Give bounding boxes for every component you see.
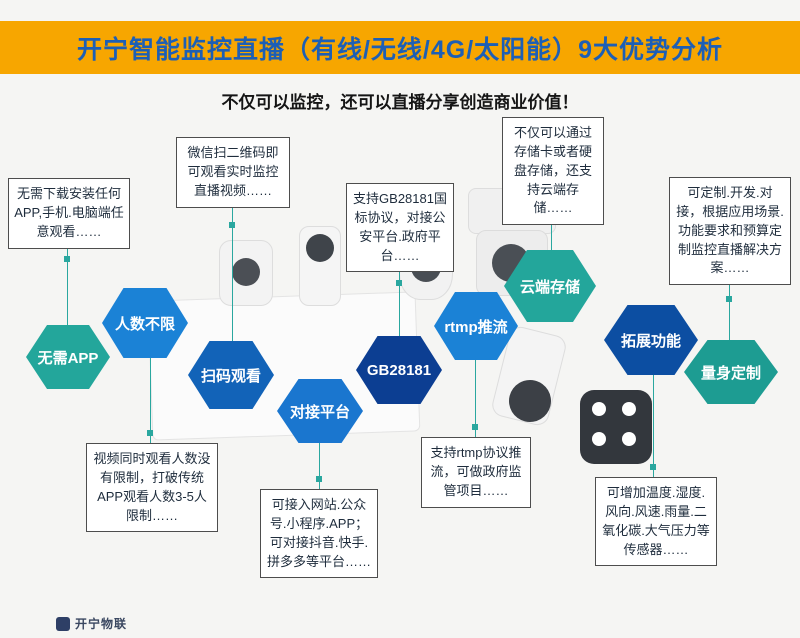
product-image-dual-lens-camera (580, 390, 652, 464)
hexagon-label: 人数不限 (114, 315, 175, 333)
hexagon-extended-functions: 拓展功能 (604, 305, 698, 375)
dual-lens-led-3 (592, 432, 606, 446)
callout-platform-integration: 可接入网站.公众号.小程序.APP；可对接抖音.快手.拼多多等平台…… (260, 489, 378, 579)
hexagon-platform-integration: 对接平台 (277, 379, 363, 443)
connector-dot-9 (650, 464, 656, 470)
brand-logo-icon (56, 616, 70, 631)
dome-camera-lens (232, 258, 260, 286)
callout-sensors: 可增加温度.湿度.风向.风速.雨量.二氧化碳.大气压力等传感器…… (595, 477, 717, 567)
connector-dot-2 (229, 222, 235, 228)
callout-no-app: 无需下载安装任何APP,手机.电脑端任意观看…… (8, 178, 130, 249)
hexagon-label: GB28181 (366, 361, 432, 379)
hexagon-tailor-made: 量身定制 (684, 340, 778, 404)
connector-line-6 (150, 350, 151, 450)
connector-line-7 (319, 430, 320, 495)
callout-rtmp-push: 支持rtmp协议推流，可做政府监管项目…… (421, 437, 531, 508)
dual-lens-led-1 (592, 402, 606, 416)
connector-line-3 (399, 255, 400, 350)
callout-gb28181: 支持GB28181国标协议，对接公安平台.政府平台…… (346, 183, 454, 273)
hexagon-gb28181: GB28181 (356, 336, 442, 404)
bullet-camera-lens (306, 234, 334, 262)
header-bar: 开宁智能监控直播（有线/无线/4G/太阳能）9大优势分析 (0, 21, 800, 74)
brand-logo-text: 开宁物联 (75, 617, 128, 631)
connector-line-4 (551, 195, 552, 265)
callout-tailor-made: 可定制.开发.对接，根据应用场景.功能要求和预算定制监控直播解决方案…… (669, 177, 791, 286)
callout-unlimited-viewers: 视频同时观看人数没有限制，打破传统APP观看人数3-5人限制…… (86, 443, 218, 533)
connector-dot-8 (472, 424, 478, 430)
hexagon-label: 量身定制 (700, 364, 761, 382)
hexagon-rtmp-push: rtmp推流 (434, 292, 518, 360)
connector-line-2 (232, 205, 233, 350)
hexagon-label: 扫码观看 (200, 367, 261, 385)
hexagon-label: 对接平台 (289, 403, 350, 421)
connector-line-8 (475, 350, 476, 445)
connector-line-9 (653, 365, 654, 485)
hexagon-scan-to-watch: 扫码观看 (188, 341, 274, 409)
dual-lens-led-4 (622, 432, 636, 446)
page-subtitle: 不仅可以监控，还可以直播分享创造商业价值！ (221, 93, 579, 112)
hexagon-label: 无需APP (37, 349, 99, 367)
connector-dot-5 (726, 296, 732, 302)
connector-dot-7 (316, 476, 322, 482)
callout-scan-to-watch: 微信扫二维码即可观看实时监控直播视频…… (176, 137, 290, 208)
hexagon-label: rtmp推流 (444, 318, 508, 336)
connector-dot-1 (64, 256, 70, 262)
hexagon-no-app: 无需APP (26, 325, 110, 389)
connector-dot-6 (147, 430, 153, 436)
brand-logo: 开宁物联 (56, 615, 127, 632)
connector-line-1 (67, 240, 68, 340)
page-title: 开宁智能监控直播（有线/无线/4G/太阳能）9大优势分析 (76, 35, 724, 64)
dual-lens-led-2 (622, 402, 636, 416)
callout-cloud-storage: 不仅可以通过存储卡或者硬盘存储，还支持云端存储…… (502, 117, 604, 226)
connector-line-5 (729, 280, 730, 355)
hexagon-label: 拓展功能 (620, 332, 681, 350)
connector-dot-3 (396, 280, 402, 286)
hexagon-label: 云端存储 (519, 278, 580, 296)
